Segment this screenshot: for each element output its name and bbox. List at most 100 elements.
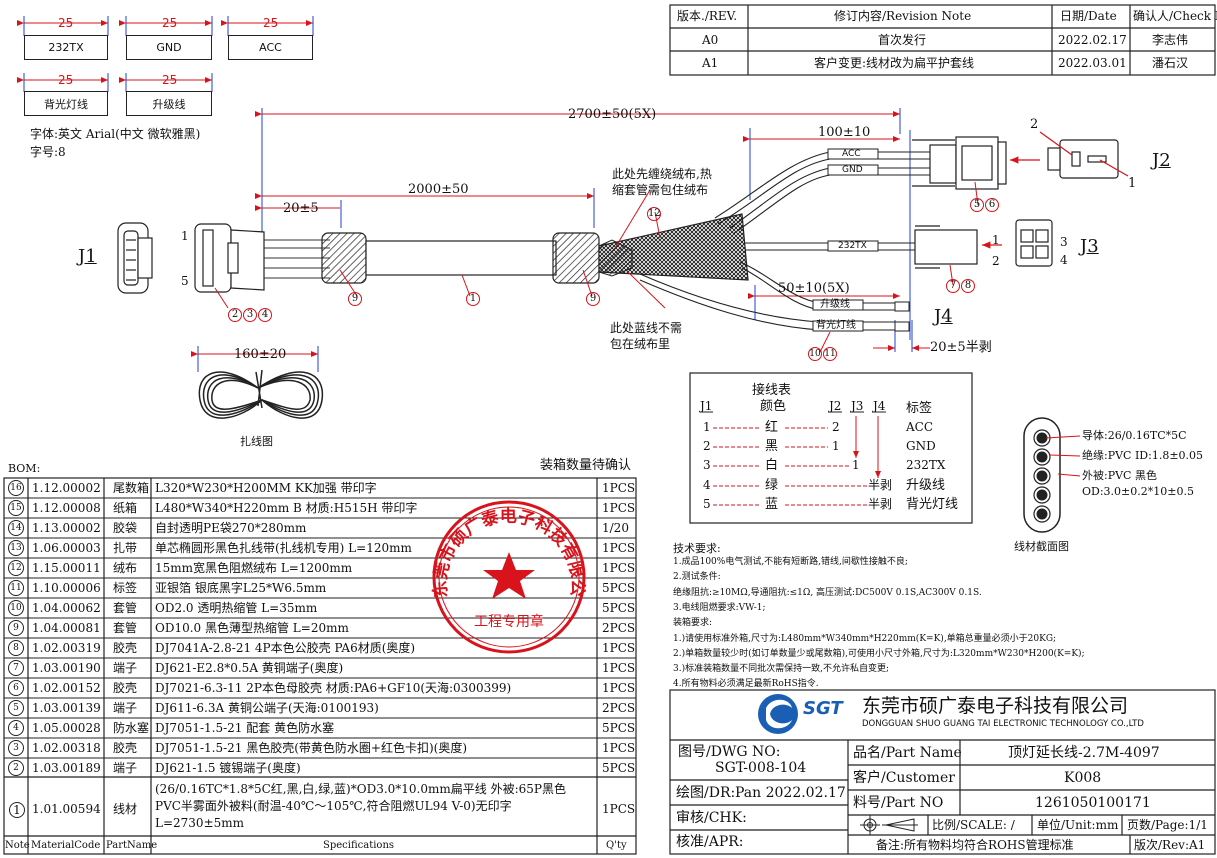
rev-a0: A0 (702, 33, 719, 47)
bom-row-spec: DJ621-E2.8*0.5A 黄铜端子(奥度) (155, 661, 344, 675)
name-label: 品名/Part Name (853, 745, 962, 761)
bom-row-name: 绒布 (113, 561, 138, 575)
rev-header-check: 确认人/Check By (1133, 9, 1217, 23)
balloon-3: 3 (243, 308, 257, 322)
balloon-5: 5 (970, 198, 984, 212)
bom-row-spec: DJ621-1.5 镀锡端子(奥度) (155, 761, 301, 775)
balloon-4: 4 (258, 308, 272, 322)
dr-value: Pan 2022.02.17 (735, 785, 846, 801)
balloon-2: 2 (228, 308, 242, 322)
bom-row-qty: 1PCS (602, 501, 636, 515)
wire-tag-gnd: GND (842, 165, 863, 175)
cs-insulation: 绝缘:PVC ID:1.8±0.05 (1082, 449, 1204, 462)
rev-a1-note: 客户变更:线材改为扁平护套线 (814, 56, 975, 70)
bom-row-qty: 1PCS (602, 641, 636, 655)
cust-value: K008 (1064, 770, 1102, 786)
dim-100: 100±10 (818, 125, 871, 140)
bom-row-qty: 1/20 (602, 521, 629, 535)
j3-pin2: 2 (992, 254, 1000, 268)
scale: 比例/SCALE: / (932, 818, 1015, 832)
bom-row-name: 套管 (113, 601, 138, 615)
bom-row-qty: 5PCS (602, 721, 636, 735)
bom-row-code: 1.03.00189 (32, 761, 101, 775)
bom-row-note: 16 (8, 480, 24, 496)
bom-row-name: 扎带 (113, 541, 138, 555)
wiring-r3-j1: 3 (703, 458, 711, 472)
cust-label: 客户/Customer (853, 770, 955, 786)
bom-r1-qty: 1PCS (602, 802, 636, 816)
bom-row-qty: 5PCS (602, 601, 636, 615)
bom-row-spec: DJ7041A-2.8-21 4P本色公胶壳 PA6材质(奥度) (155, 641, 416, 655)
label-acc: ACC (228, 35, 313, 60)
bom-row-qty: 2PCS (602, 701, 636, 715)
j2-pin2: 2 (1030, 117, 1039, 132)
note-wrap-line1: 此处先缠绕绒布,热 (612, 167, 712, 181)
cs-jacket: 外被:PVC 黑色 (1082, 469, 1157, 482)
wiring-r2-to: 1 (832, 439, 840, 453)
rev-header-note: 修订内容/Revision Note (834, 9, 972, 23)
bom-row-code: 1.04.00081 (32, 621, 101, 635)
bom-h-spec: Specifications (323, 840, 395, 851)
bom-row-note: 12 (8, 560, 24, 576)
wiring-r5-color: 蓝 (765, 497, 779, 512)
bom-r1-spec-2: PVC半雾面外被料(耐温-40℃～105℃,符合阻燃UL94 V-0)无印字 (155, 799, 512, 813)
wire-tag-acc: ACC (842, 149, 861, 159)
bom-row-code: 1.05.00028 (32, 721, 101, 735)
j4-label: J4 (934, 306, 953, 327)
label-gnd: GND (126, 35, 212, 60)
dim-50: 50±10(5X) (778, 281, 850, 296)
rev-a1-by: 潘石汉 (1152, 56, 1189, 70)
tech-line: 1.)请使用标准外箱,尺寸为:L480mm*W340mm*H220mm(K=K)… (673, 633, 1057, 644)
bom-row-note: 6 (8, 680, 24, 696)
cs-conductor: 导体:26/0.16TC*5C (1082, 429, 1187, 442)
rev-a0-note: 首次发行 (878, 33, 927, 47)
bom-row-note: 7 (8, 660, 24, 676)
j2-pin1: 1 (1128, 176, 1137, 191)
tech-line: 2.测试条件: (673, 572, 721, 583)
balloon-9-right: 9 (586, 292, 600, 306)
company-cn: 东莞市硕广泰电子科技有限公司 (862, 695, 1129, 717)
rev-header-date: 日期/Date (1060, 9, 1117, 23)
bom-row-name: 防水塞 (113, 721, 150, 735)
tech-line: 4.所有物料必须满足最新RoHS指令. (673, 679, 819, 690)
bom-row-note: 8 (8, 640, 24, 656)
j3-label: J3 (1080, 236, 1099, 257)
bom-row-note: 5 (8, 700, 24, 716)
bom-row-spec: OD10.0 黑色薄型热缩管 L=20mm (155, 621, 349, 635)
tech-line: 2.)单箱数量较少时(如订单数量少或尾数箱),可使用小尺寸外箱,尺寸为:L320… (673, 648, 1085, 659)
bom-r1-spec-3: L=2730±5mm (155, 816, 245, 830)
tech-line: 1.成品100%电气测试,不能有短断路,错线,间歇性接触不良; (673, 557, 908, 567)
wiring-r4-j1: 4 (703, 478, 711, 492)
balloon-7: 7 (946, 279, 960, 293)
unit: 单位/Unit:mm (1037, 818, 1119, 832)
dim-2000: 2000±50 (408, 182, 469, 197)
bom-row-spec: DJ7051-1.5-21 黑色胶壳(带黄色防水圈+红色卡扣)(奥度) (155, 741, 468, 755)
bom-row-note: 11 (8, 580, 24, 596)
wiring-r5-to: 半剥 (868, 497, 893, 511)
bom-row-note: 3 (8, 740, 24, 756)
bom-row-spec: 15mm宽黑色阻燃绒布 L=1200mm (155, 561, 353, 575)
label-backlight: 背光灯线 (24, 91, 108, 116)
wiring-r2-label: GND (906, 439, 936, 453)
j3-pin4: 4 (1060, 253, 1068, 267)
note-blue-line2: 包在绒布里 (610, 337, 671, 351)
bom-r1-code: 1.01.00594 (32, 802, 101, 816)
dim-label-232tx: 25 (58, 16, 74, 30)
bom-row-code: 1.13.00002 (32, 521, 101, 535)
bom-row-qty: 1PCS (602, 681, 636, 695)
bom-row-spec: DJ611-6.3A 黄铜公端子(天海:0100193) (155, 701, 379, 715)
wire-tag-upgrade: 升级线 (820, 299, 850, 310)
bom-row-name: 套管 (113, 621, 138, 635)
bom-row-name: 胶壳 (113, 741, 138, 755)
bom-row-code: 1.12.00002 (32, 481, 101, 495)
label-upgrade: 升级线 (126, 91, 212, 116)
logo-text: SGT (803, 698, 843, 719)
j3-pin3: 3 (1060, 235, 1068, 249)
balloon-6: 6 (985, 198, 999, 212)
bom-row-name: 端子 (113, 661, 138, 675)
bom-title: BOM: (8, 462, 41, 475)
wiring-h-label: 标签 (906, 401, 933, 416)
bom-h-note: Note (5, 840, 30, 851)
wiring-r3-color: 白 (765, 458, 779, 473)
bom-row-name: 胶壳 (113, 681, 138, 695)
